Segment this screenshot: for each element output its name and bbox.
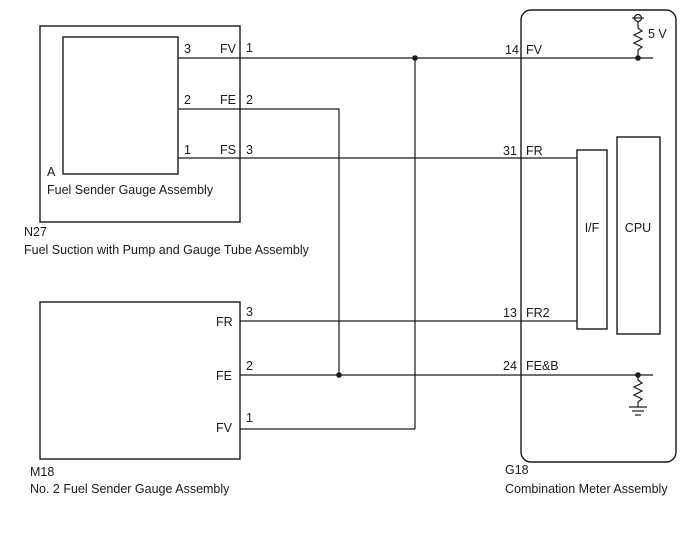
m18-pin-fv: 1 [246,411,253,425]
cpu-block [616,136,661,335]
junction-fe-pulldown [635,372,641,378]
fuel-sender-gauge-box [62,36,179,175]
n27-inner-pin-fs: 1 [184,143,191,157]
n27-signal-fe: FE [220,93,236,107]
m18-pin-fr: 3 [246,305,253,319]
m18-signal-fe: FE [216,369,232,383]
wiring [240,55,653,430]
cpu-label: CPU [625,221,651,235]
g18-pin-fr: 31 [503,144,517,158]
n27-assembly-name: Fuel Suction with Pump and Gauge Tube As… [24,243,310,257]
m18-box [39,301,241,460]
g18-signal-fv: FV [526,43,543,57]
g18-connector-label: G18 [505,463,529,477]
g18-signal-fr: FR [526,144,543,158]
junction-fv-pullup [635,55,641,61]
g18-pin-feb: 24 [503,359,517,373]
supply-voltage-label: 5 V [648,27,667,41]
pulldown-resistor-icon [632,379,644,403]
m18-pin-fe: 2 [246,359,253,373]
g18-pin-fr2: 13 [503,306,517,320]
n27-inner-pin-fe: 2 [184,93,191,107]
m18-connector-label: M18 [30,465,54,479]
interface-label: I/F [585,221,600,235]
wire-fe [240,108,340,375]
g18-signal-fr2: FR2 [526,306,550,320]
n27-outer-pin-fv: 1 [246,41,253,55]
interface-block [576,149,608,330]
g18-assembly-name: Combination Meter Assembly [505,482,668,496]
g18-pin-fv: 14 [505,43,519,57]
n27-inner-pin-fv: 3 [184,42,191,56]
n27-connector-label: N27 [24,225,47,239]
n27-signal-fv: FV [220,42,237,56]
fuel-sender-sub-name: Fuel Sender Gauge Assembly [47,183,214,197]
m18-signal-fr: FR [216,315,233,329]
m18-assembly: FR FE FV 3 2 1 M18 No. 2 Fuel Sender Gau… [30,301,253,496]
g18-assembly: I/F CPU 14 FV 31 FR 13 FR2 24 FE&B 5 V G… [503,9,677,496]
n27-outer-pin-fe: 2 [246,93,253,107]
n27-assembly: 3 FV 2 FE 1 FS A Fuel Sender Gauge Assem… [24,25,310,257]
g18-signal-feb: FE&B [526,359,559,373]
m18-signal-fv: FV [216,421,233,435]
ground-icon [629,406,647,416]
fuel-sender-sub-label: A [47,165,56,179]
junction-fv [412,55,418,61]
pullup-resistor-icon [632,27,644,51]
n27-outer-pin-fs: 3 [246,143,253,157]
junction-fe [336,372,342,378]
n27-signal-fs: FS [220,143,236,157]
m18-assembly-name: No. 2 Fuel Sender Gauge Assembly [30,482,230,496]
